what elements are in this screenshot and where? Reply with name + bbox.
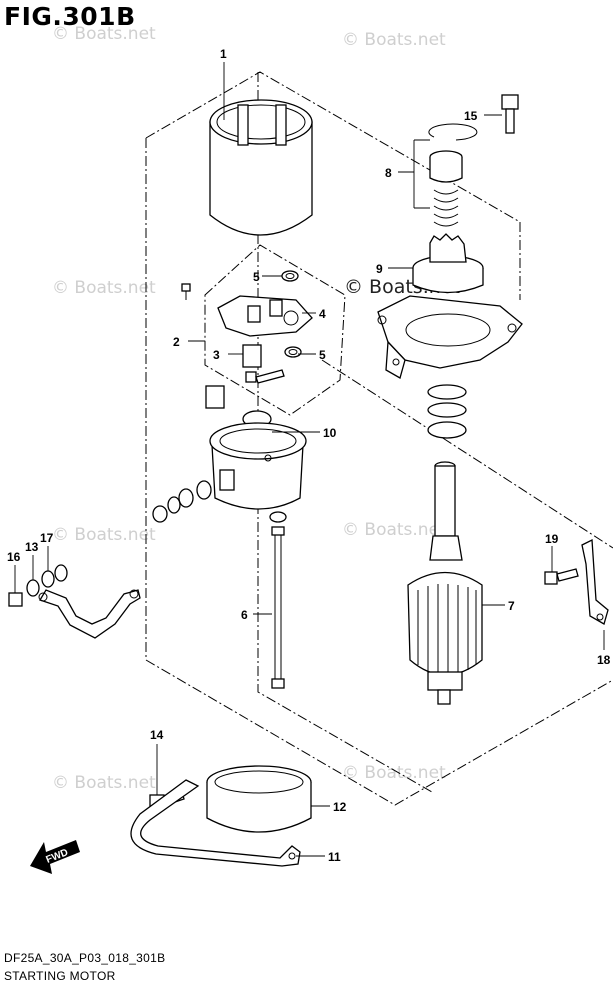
callout-8: 8: [385, 166, 392, 180]
watermark: © Boats.net: [52, 525, 156, 545]
callout-10: 10: [323, 426, 337, 440]
assembly-outline-inner: [257, 72, 433, 793]
callout-4: 4: [319, 307, 326, 321]
callout-14: 14: [150, 728, 164, 742]
watermark: © Boats.net: [342, 763, 446, 783]
brush-with-bolt: [242, 344, 285, 384]
armature: [407, 461, 483, 705]
pinion-stop-set: [428, 123, 478, 227]
callout-11: 11: [328, 850, 341, 864]
callout-3: 3: [213, 348, 220, 362]
callout-15: 15: [464, 109, 478, 123]
assembly-outline-top: [145, 71, 521, 223]
callout-2: 2: [173, 335, 180, 349]
front-housing: [377, 295, 523, 379]
watermark: © Boats.net: [52, 773, 156, 793]
washer-17: [41, 570, 55, 588]
watermark: © Boats.net: [52, 278, 156, 298]
shim-washers: [427, 384, 467, 439]
fwd-label: FWD: [45, 847, 70, 866]
callout-1: 1: [220, 47, 227, 61]
through-bolt: [269, 511, 287, 689]
washer: [54, 564, 68, 582]
assembly-outline: [145, 138, 613, 806]
brush-spring: [284, 346, 302, 358]
nut-16: [8, 592, 23, 607]
callout-9: 9: [376, 262, 383, 276]
bolt-15: [501, 94, 519, 134]
callout-5-lower: 5: [319, 348, 326, 362]
brush-holder-outline: [204, 244, 346, 416]
pinion-gear: [412, 233, 484, 294]
fwd-arrow-icon: FWD: [30, 840, 80, 874]
callout-12: 12: [333, 800, 347, 814]
diagram-code: DF25A_30A_P03_018_301B: [4, 951, 166, 965]
callout-16: 16: [7, 550, 21, 564]
callout-17: 17: [40, 531, 54, 545]
screw: [181, 283, 191, 300]
callout-6: 6: [241, 608, 248, 622]
end-cover: [209, 410, 307, 510]
band-12: [206, 765, 312, 833]
leader-lines: [14, 62, 605, 857]
bracket-18: [581, 538, 609, 625]
strap-11: [130, 779, 301, 867]
diagram-name: STARTING MOTOR: [4, 969, 116, 983]
battery-cable: [38, 589, 141, 639]
watermark: © Boats.net: [342, 520, 446, 540]
yoke-cylinder: [209, 99, 313, 236]
figure-title: FIG.301B: [4, 2, 136, 31]
watermark: © Boats.net: [342, 30, 446, 50]
watermark: © Boats.net: [52, 24, 156, 44]
brush-spring: [281, 270, 299, 282]
callout-7: 7: [508, 599, 515, 613]
callout-18: 18: [597, 653, 611, 667]
callout-5-upper: 5: [253, 270, 260, 284]
washer-13: [26, 579, 40, 597]
callout-13: 13: [25, 540, 39, 554]
terminal-washers: [152, 480, 212, 523]
callout-19: 19: [545, 532, 559, 546]
brush-holder-plate: [217, 295, 313, 337]
bolt-19: [544, 568, 579, 585]
assembly-outline-mid: [321, 359, 613, 549]
square-nut: [205, 385, 225, 409]
